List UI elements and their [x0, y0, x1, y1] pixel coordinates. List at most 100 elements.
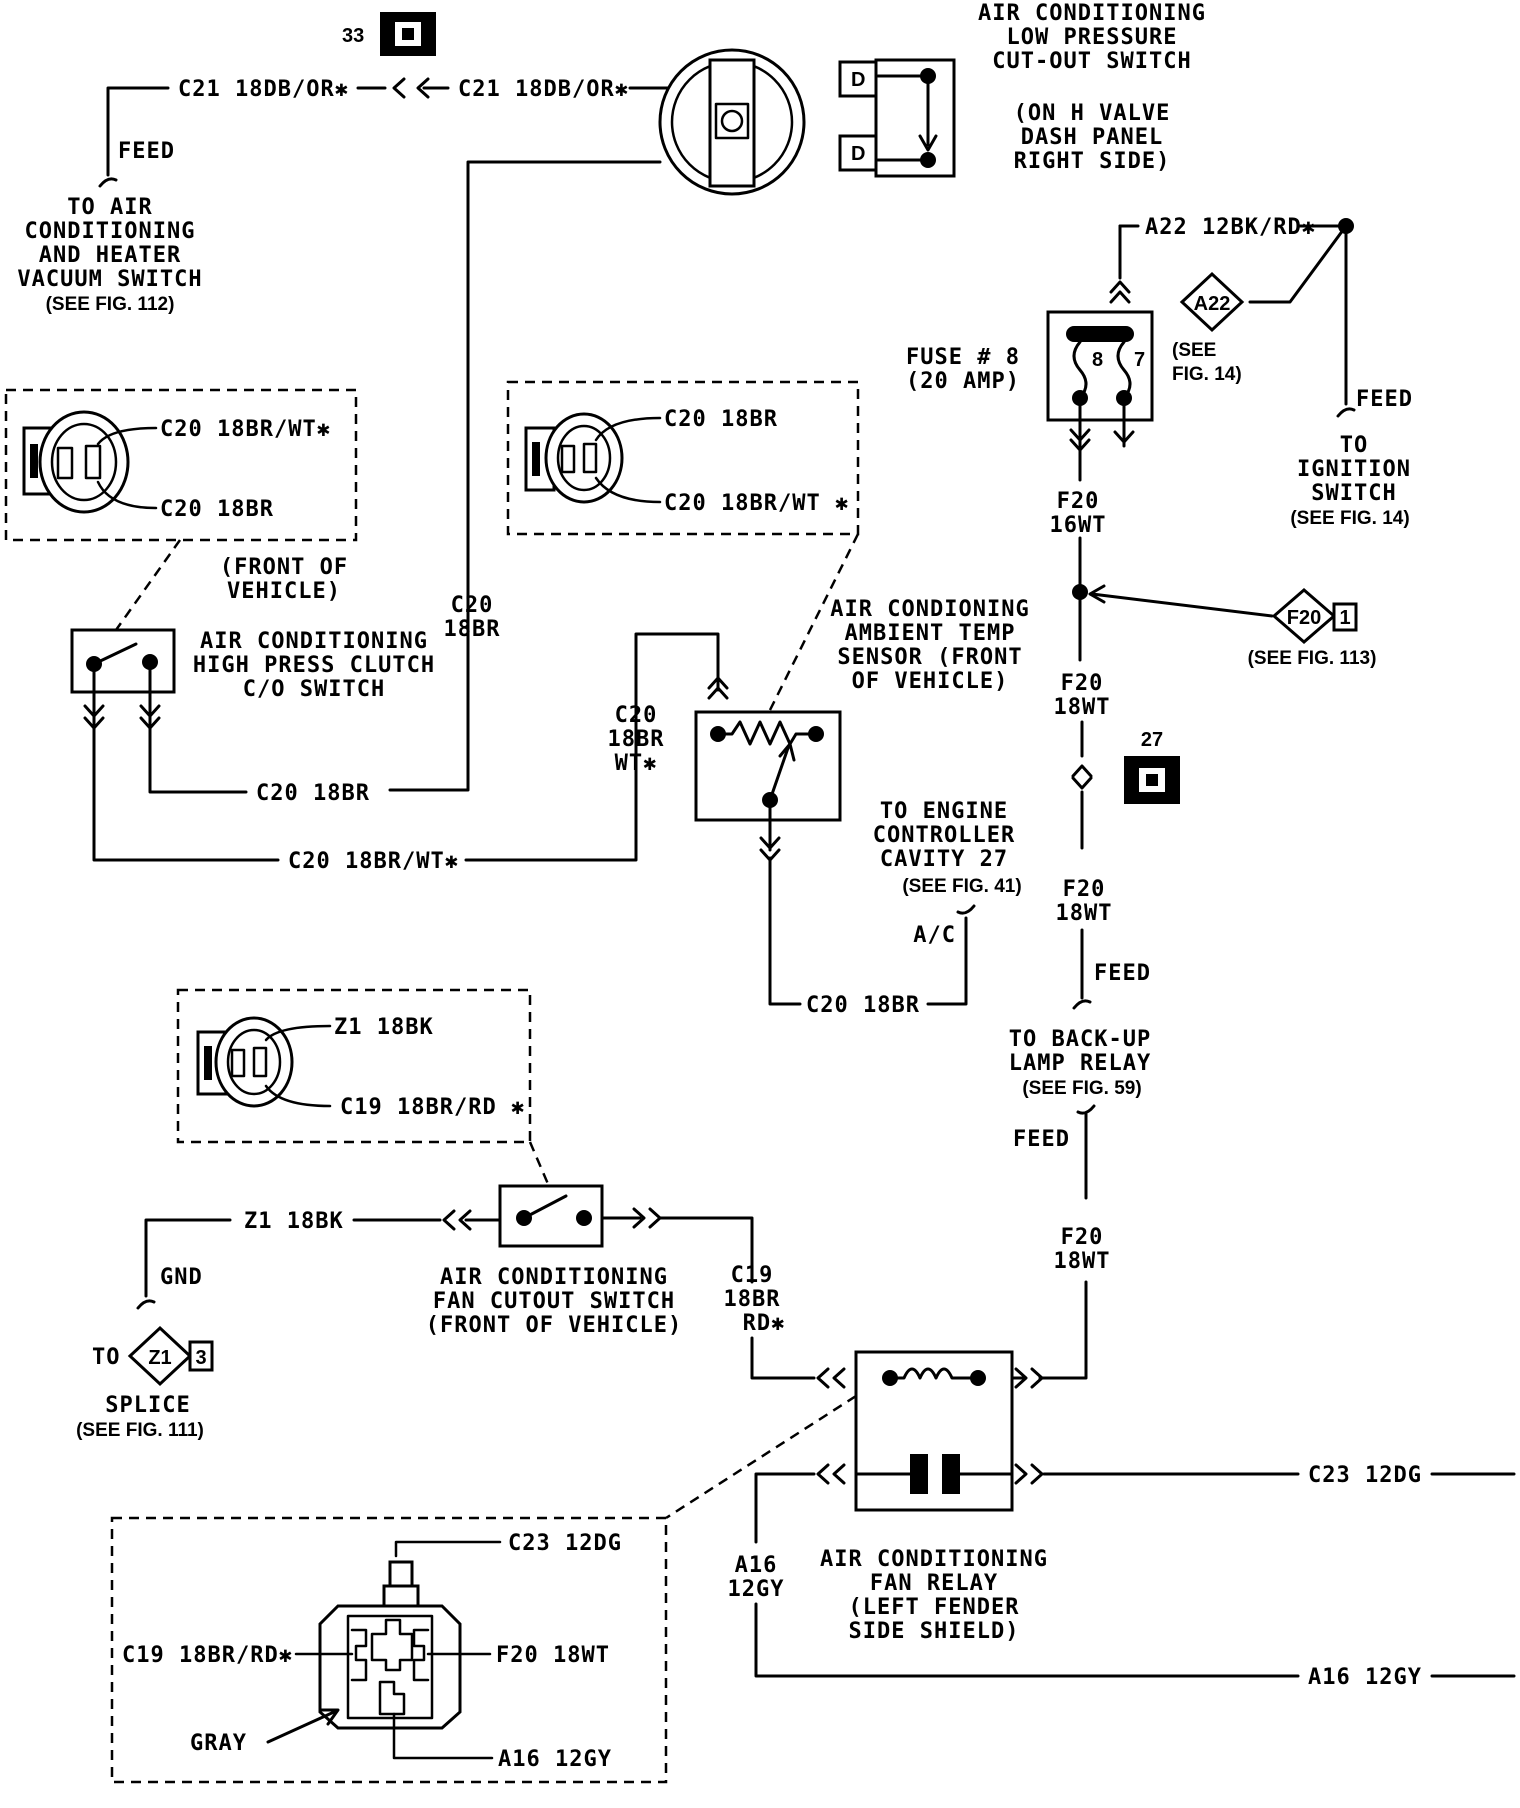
lp-title-1: AIR CONDITIONING — [978, 1, 1206, 26]
hp-conn-top: C20 18BR/WT✱ — [160, 417, 331, 442]
see-fig14-2: FIG. 14) — [1172, 364, 1242, 385]
f20-tag-number: 1 — [1339, 607, 1350, 629]
f20-reference-tag: F20 1 (SEE FIG. 113) — [1248, 588, 1377, 669]
engine-line-2: CONTROLLER — [873, 823, 1015, 848]
engine-controller-reference: TO ENGINE CONTROLLER CAVITY 27 (SEE FIG.… — [873, 799, 1022, 948]
lp-title-2: LOW PRESSURE — [1007, 25, 1178, 50]
c19-vert-2: 18BR — [724, 1287, 781, 1312]
c20-vert-1: C20 — [451, 593, 494, 618]
ref-27-label: 27 — [1141, 729, 1163, 751]
high-press-connector: C20 18BR/WT✱ C20 18BR — [22, 410, 331, 522]
hp-leader-line — [114, 539, 182, 631]
relay-label-2: FAN RELAY — [870, 1571, 998, 1596]
f20-w1-b: 16WT — [1050, 513, 1107, 538]
fc-label-1: AIR CONDITIONING — [440, 1265, 668, 1290]
amb-label-2: AMBIENT TEMP — [845, 621, 1016, 646]
low-pressure-switch-body — [388, 48, 806, 792]
ambient-connector: C20 18BR C20 18BR/WT ✱ — [524, 407, 849, 516]
amb-conn-bottom: C20 18BR/WT ✱ — [664, 491, 849, 516]
see-fig14-1: (SEE — [1172, 340, 1216, 361]
component-ref-27: 27 — [1124, 729, 1180, 804]
fc-label-3: (FRONT OF VEHICLE) — [426, 1313, 682, 1338]
vacuum-switch-reference: TO AIR CONDITIONING AND HEATER VACUUM SW… — [17, 195, 201, 315]
c19-vert-1: C19 — [731, 1263, 774, 1288]
fan-cutout-label: AIR CONDITIONING FAN CUTOUT SWITCH (FRON… — [426, 1265, 682, 1338]
front-of-vehicle-1: (FRONT OF — [220, 555, 348, 580]
high-press-switch — [70, 628, 280, 862]
relay-label-1: AIR CONDITIONING — [820, 1547, 1048, 1572]
terminal-d-top: D — [851, 69, 865, 91]
amb-label-4: OF VEHICLE) — [852, 669, 1009, 694]
conn-a16-label: A16 12GY — [498, 1747, 612, 1772]
fan-relay-label: AIR CONDITIONING FAN RELAY (LEFT FENDER … — [820, 1547, 1048, 1644]
ignition-line-2: IGNITION — [1297, 457, 1411, 482]
fan-cutout-connector-box — [176, 988, 532, 1144]
a16-vert-1: A16 — [735, 1553, 778, 1578]
fan-relay: C23 12DG A16 12GY A16 12GY — [728, 1336, 1516, 1690]
front-of-vehicle-2: VEHICLE) — [227, 579, 341, 604]
ignition-line-3: SWITCH — [1311, 481, 1396, 506]
engine-line-1: TO ENGINE — [880, 799, 1008, 824]
ambient-connector-box — [506, 380, 860, 536]
a16-vert-2: 12GY — [728, 1577, 785, 1602]
f20-w1-a: F20 — [1057, 489, 1100, 514]
ambient-sensor — [694, 676, 976, 1006]
fuse-label-1: FUSE # 8 — [906, 345, 1020, 370]
lp-loc-2: DASH PANEL — [1021, 125, 1163, 150]
f20-w3-b: 18WT — [1056, 901, 1113, 926]
ac-label: A/C — [913, 923, 956, 948]
f20-w4-a: F20 — [1061, 1225, 1104, 1250]
hp-label-2: HIGH PRESS CLUTCH — [193, 653, 435, 678]
fan-cutout-leader — [528, 1141, 550, 1185]
c19-vert-3: RD✱ — [743, 1311, 786, 1336]
f20-w3-a: F20 — [1063, 877, 1106, 902]
a22-reference-tag: A22 (SEE FIG. 14) — [1172, 271, 1245, 385]
high-press-connector-box — [4, 388, 358, 542]
hp-label-3: C/O SWITCH — [243, 677, 385, 702]
relay-label-3: (LEFT FENDER — [849, 1595, 1020, 1620]
f20-feed-2: FEED — [1013, 1127, 1070, 1152]
amb-c20-bottom: C20 18BR — [806, 993, 920, 1018]
ambient-sensor-label: AIR CONDIONING AMBIENT TEMP SENSOR (FRON… — [830, 597, 1028, 694]
see-fig113: (SEE FIG. 113) — [1248, 648, 1377, 669]
to-label: TO — [92, 1345, 121, 1370]
c20-brwt-wire: C20 18BR/WT✱ — [288, 849, 459, 874]
z1-tag-number: 3 — [195, 1347, 206, 1369]
vacuum-line-1: TO AIR — [67, 195, 152, 220]
ignition-line-1: TO — [1340, 433, 1369, 458]
high-press-switch-label: AIR CONDITIONING HIGH PRESS CLUTCH C/O S… — [193, 629, 435, 702]
fan-cutout-connector: Z1 18BK C19 18BR/RD ✱ — [196, 1015, 525, 1120]
relay-connector-box — [110, 1516, 668, 1784]
low-pressure-switch-label: AIR CONDITIONING LOW PRESSURE CUT-OUT SW… — [978, 1, 1206, 174]
component-ref-33: 33 — [342, 12, 436, 56]
amb-c20-3: WT✱ — [615, 751, 658, 776]
splice-fig: (SEE FIG. 111) — [76, 1420, 204, 1441]
low-pressure-switch-schematic: D D — [838, 58, 956, 178]
f20-w2-b: 18WT — [1054, 695, 1111, 720]
relay-connector: C23 12DG C19 18BR/RD✱ F20 18WT GRAY A16 … — [122, 1531, 622, 1772]
fc-label-2: FAN CUTOUT SWITCH — [433, 1289, 675, 1314]
relay-leader-line — [665, 1394, 857, 1520]
lp-title-3: CUT-OUT SWITCH — [992, 49, 1191, 74]
conn-c23-label: C23 12DG — [508, 1531, 622, 1556]
z1-splice-reference: TO Z1 3 SPLICE (SEE FIG. 111) — [76, 1325, 214, 1441]
z1-wire-label: Z1 18BK — [244, 1209, 344, 1234]
c21-right-label: C21 18DB/OR✱ — [458, 77, 629, 102]
feed-label: FEED — [118, 139, 175, 164]
c21-left-label: C21 18DB/OR✱ — [178, 77, 349, 102]
vacuum-fig: (SEE FIG. 112) — [46, 294, 175, 315]
ignition-fig: (SEE FIG. 14) — [1290, 508, 1409, 529]
fuse-label-2: (20 AMP) — [906, 369, 1020, 394]
c23-wire-label: C23 12DG — [1308, 1463, 1422, 1488]
lp-loc-1: (ON H VALVE — [1014, 101, 1171, 126]
lp-loc-3: RIGHT SIDE) — [1014, 149, 1171, 174]
fuse-pin-8: 8 — [1092, 349, 1103, 371]
a22-tag-label: A22 — [1194, 293, 1231, 315]
c21-feed-wire: C21 18DB/OR✱ C21 18DB/OR✱ FEED — [98, 77, 682, 188]
c20-brwt-run — [464, 632, 720, 862]
fc-conn-bottom: C19 18BR/RD ✱ — [340, 1095, 525, 1120]
gnd-label: GND — [160, 1265, 203, 1290]
a22-wire-label: A22 12BK/RD✱ — [1145, 215, 1316, 240]
fuse-8: 8 7 A22 12BK/RD✱ FUSE # 8 (20 AMP) — [906, 215, 1354, 482]
